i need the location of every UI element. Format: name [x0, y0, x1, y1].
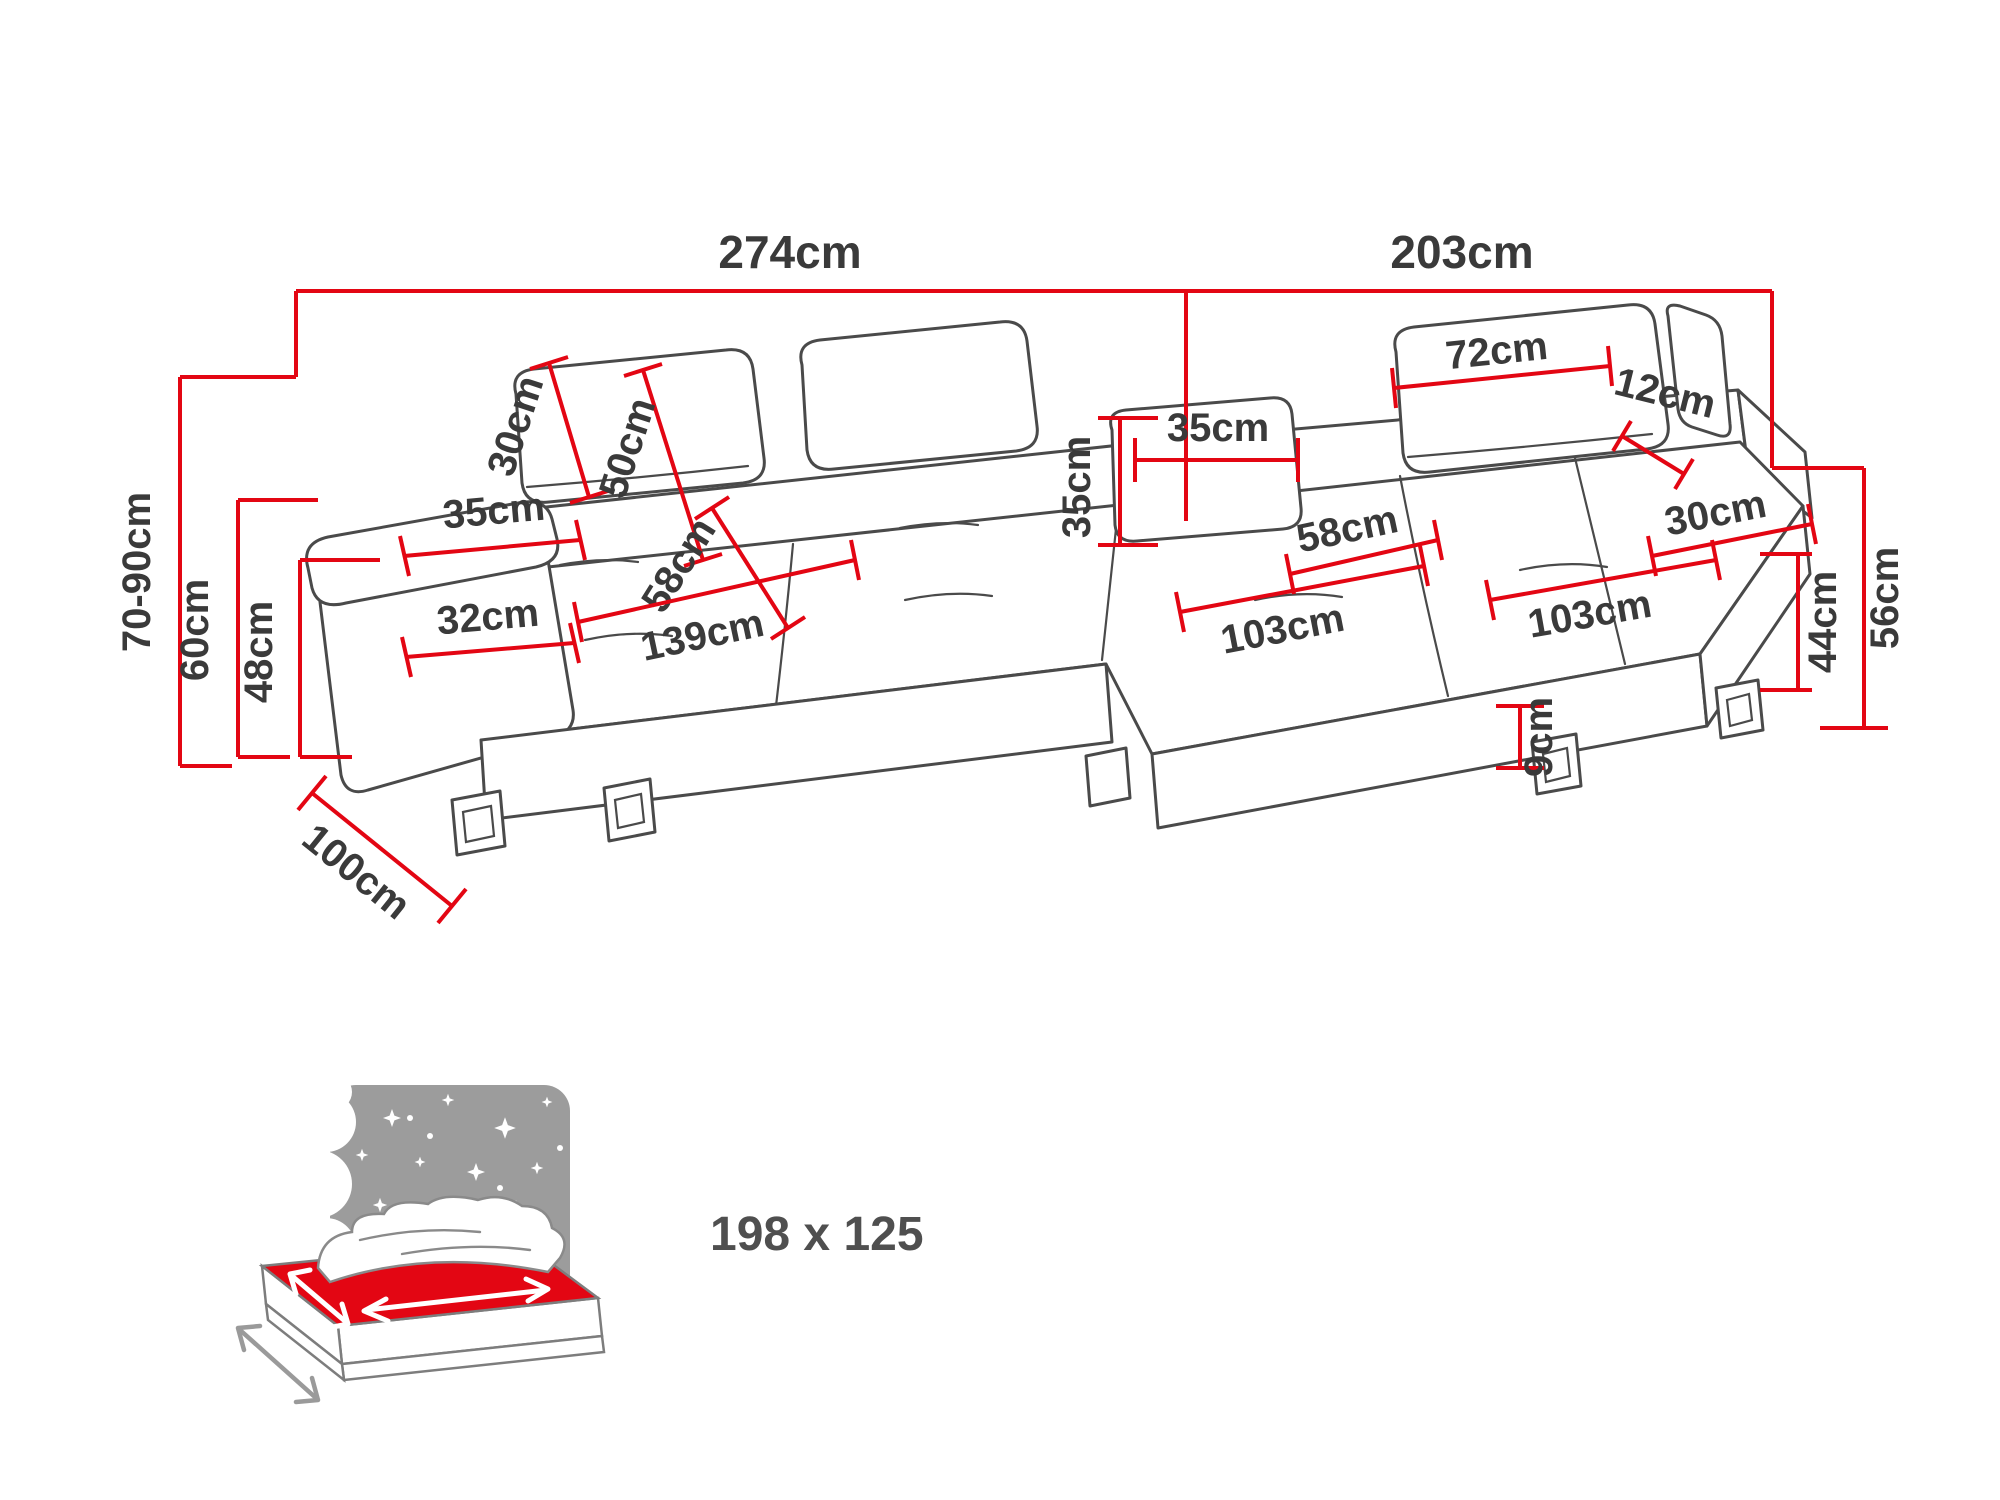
dim-label-48: 48cm [237, 601, 281, 703]
tuft-2 [903, 592, 994, 602]
dim-corner-cushion-width: 35cm [1133, 406, 1300, 482]
leg-4 [1530, 732, 1583, 796]
stars [355, 1093, 563, 1236]
dim-armrest-top-width: 35cm [398, 485, 587, 577]
tuft-5 [558, 559, 640, 567]
corner-cushion [1109, 396, 1303, 543]
sleeping-function-icon: 198 x 125 [235, 1074, 924, 1405]
leg-5 [1714, 678, 1765, 740]
headrest-left-1-seam [525, 464, 750, 489]
dim-right-seat-height: 44cm [1760, 552, 1845, 692]
dim-label-9: 9cm [1517, 697, 1561, 777]
leg-3 [1084, 746, 1132, 808]
dim-label-56: 56cm [1863, 547, 1907, 649]
dim-armrest-height: 60cm [173, 498, 318, 759]
duvet [316, 1195, 566, 1284]
legs [450, 678, 1765, 857]
dim-label-35-armrest: 35cm [441, 485, 547, 538]
leg-2 [602, 777, 657, 843]
dim-label-32: 32cm [435, 591, 541, 644]
dim-overall-width-right: 203cm [1186, 226, 1774, 468]
dim-label-274: 274cm [718, 226, 861, 278]
tuft-6 [898, 522, 980, 530]
dim-right-headrest-width: 72cm [1390, 324, 1614, 409]
dim-label-60: 60cm [173, 579, 217, 681]
dim-sofa-depth: 100cm [294, 774, 468, 929]
dim-label-72: 72cm [1443, 324, 1549, 378]
dim-overall-width-left: 274cm [294, 226, 1188, 521]
headrest-left-2 [799, 320, 1039, 471]
bed-lower-layer-left [264, 1301, 346, 1383]
base-chaise [1150, 652, 1709, 830]
dim-label-44: 44cm [1801, 571, 1845, 673]
duvet-fold-1 [358, 1229, 482, 1242]
sofa-drawing [305, 303, 1814, 857]
dim-right-side-height: 56cm [1772, 466, 1907, 730]
dim-label-35-cushion-h: 35cm [1167, 406, 1269, 450]
headrest-right [1393, 303, 1670, 474]
leg-1 [450, 789, 507, 857]
dim-armrest-front-width: 32cm [400, 591, 581, 678]
seat-seam-4 [1573, 456, 1627, 666]
dim-label-203: 203cm [1390, 226, 1533, 278]
tuft-1 [583, 632, 674, 642]
dim-corner-cushion-height: 35cm [1055, 416, 1158, 547]
sleeping-area-label: 198 x 125 [710, 1208, 924, 1261]
headrest-right-edge [1665, 303, 1732, 438]
expand-arrows [287, 1267, 551, 1331]
dim-seat-height: 48cm [237, 558, 380, 759]
tuft-4 [1518, 563, 1609, 572]
dim-back-height: 70-90cm [115, 375, 296, 768]
pullout-arrow [235, 1323, 321, 1405]
dim-label-35-cushion-v: 35cm [1055, 436, 1099, 538]
dim-label-100: 100cm [294, 816, 418, 929]
duvet-fold-2 [400, 1245, 532, 1256]
seat-seam-3 [1398, 474, 1450, 698]
dim-label-70-90: 70-90cm [115, 492, 159, 652]
dim-leg-height: 9cm [1496, 697, 1561, 777]
